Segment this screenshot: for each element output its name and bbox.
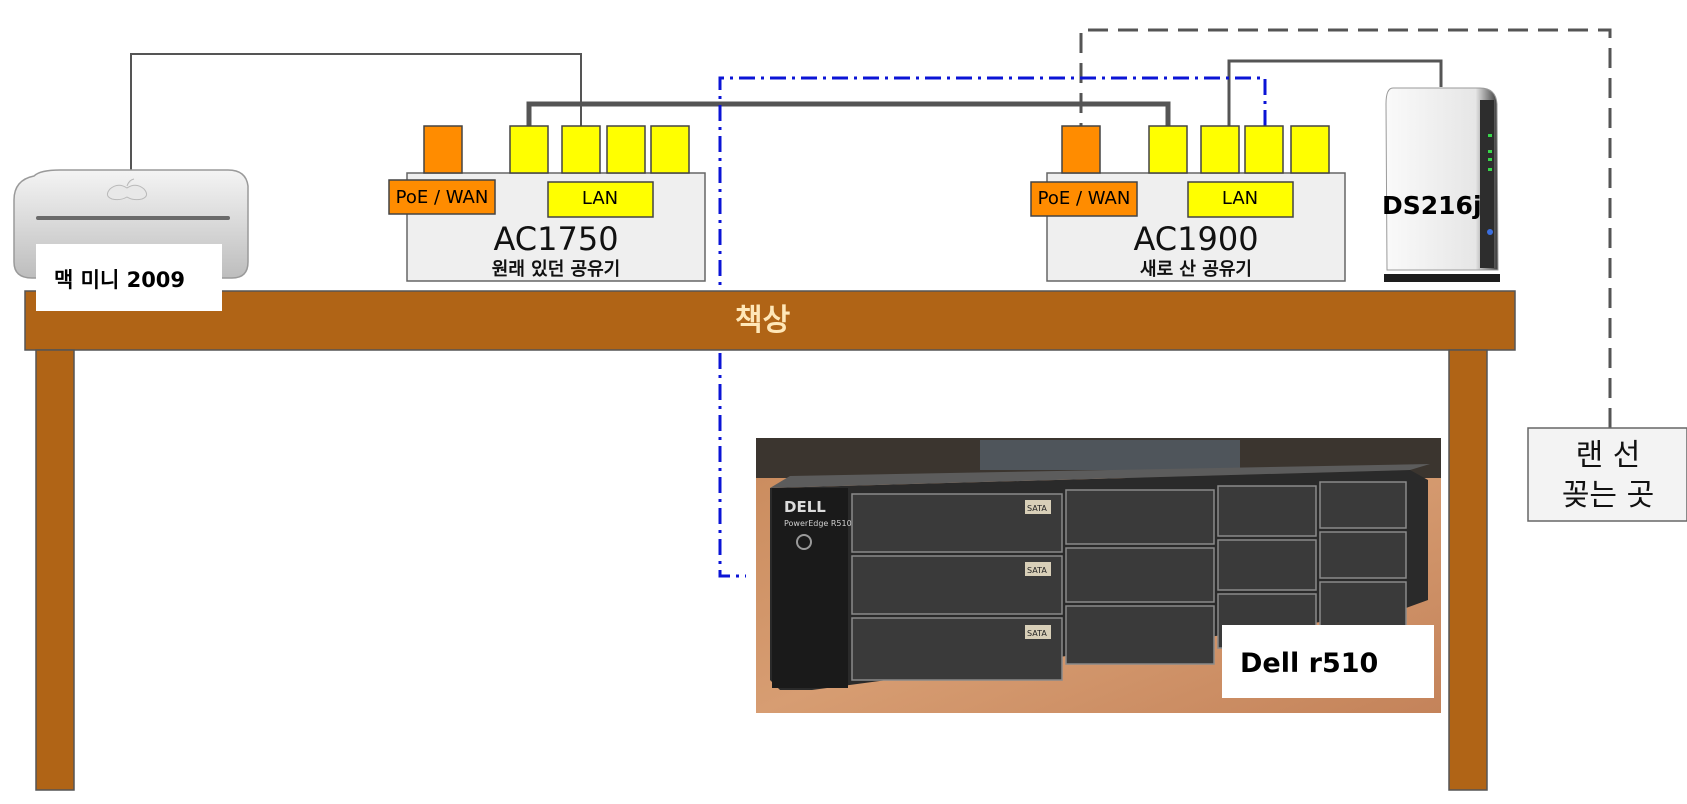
ac1750-subtitle: 원래 있던 공유기	[492, 259, 620, 280]
ac1900-lan-label-box	[1187, 181, 1294, 218]
mac-mini-slot	[36, 216, 230, 220]
ac1750-lan-port-3	[606, 125, 646, 174]
ds216j-led-2	[1488, 150, 1492, 153]
router-ac1750: PoE / WAN LAN AC1750 원래 있던 공유기	[388, 125, 706, 282]
ac1750-model: AC1750	[493, 220, 618, 258]
drive-tags: SATA SATA SATA	[1025, 500, 1051, 639]
dell-top-cover	[770, 464, 1430, 488]
drive-bay-8	[1319, 531, 1407, 579]
wall-lan-port: 랜 선 꽂는 곳	[1527, 427, 1687, 522]
cable-ac1900-to-dell	[718, 76, 1267, 578]
ac1900-lan-label: LAN	[1222, 188, 1258, 209]
dell-bezel-model: PowerEdge R510	[784, 519, 852, 528]
wall-port-box	[1527, 427, 1687, 522]
ac1900-lan-port-1	[1148, 125, 1188, 174]
ac1900-subtitle: 새로 산 공유기	[1140, 259, 1252, 280]
ds216j-foot	[1384, 274, 1500, 282]
ac1750-lan-port-4	[650, 125, 690, 174]
mac-mini-label-box	[36, 244, 222, 311]
ds216j-led-1	[1488, 134, 1492, 137]
ac1900-lan-port-2	[1200, 125, 1240, 174]
drive-bay-7	[1217, 539, 1317, 591]
apple-icon	[106, 178, 148, 201]
ds216j-led-4	[1488, 168, 1492, 171]
desk-label: 책상	[735, 303, 791, 338]
ac1900-wan-label: PoE / WAN	[1038, 188, 1131, 209]
cable-ac1900-to-ds216j	[1227, 59, 1443, 126]
mac-mini-label: 맥 미니 2009	[54, 268, 185, 292]
drive-tag-text-1: SATA	[1027, 504, 1047, 513]
mac-mini: 맥 미니 2009	[13, 169, 249, 311]
ac1750-wan-label: PoE / WAN	[396, 187, 489, 208]
ac1750-wan-label-box	[388, 179, 496, 215]
desk-top	[24, 290, 1516, 351]
drive-tag-text-2: SATA	[1027, 566, 1047, 575]
desk-leg-left	[35, 349, 75, 791]
drive-tag-text-3: SATA	[1027, 629, 1047, 638]
router-ac1900: PoE / WAN LAN AC1900 새로 산 공유기	[1030, 125, 1346, 282]
dell-photo-shelf-books	[980, 440, 1240, 470]
ac1750-lan-label: LAN	[582, 188, 618, 209]
drive-tag-2	[1025, 562, 1051, 576]
wall-port-line2: 꽂는 곳	[1562, 478, 1654, 513]
wall-port-line1: 랜 선	[1576, 438, 1641, 473]
cables	[130, 28, 1612, 578]
drive-bay-6	[1065, 547, 1215, 603]
drive-bay-10	[1065, 605, 1215, 665]
drive-tag-1	[1025, 500, 1051, 514]
drive-tag-3	[1025, 625, 1051, 639]
ac1750-lan-label-box	[547, 181, 654, 218]
ac1750-lan-port-2	[561, 125, 601, 174]
ac1900-model: AC1900	[1133, 220, 1258, 258]
ac1900-lan-port-3	[1244, 125, 1284, 174]
dell-r510: DELL PowerEdge R510 SATA SATA SATA	[756, 438, 1441, 713]
ac1750-wan-port	[423, 125, 463, 174]
dell-label: Dell r510	[1240, 648, 1378, 679]
ds216j-led-3	[1488, 158, 1492, 161]
drive-bay-12	[1319, 581, 1407, 633]
desk-leg-right	[1448, 349, 1488, 791]
ac1900-wan-port	[1061, 125, 1101, 174]
ds216j-front-strip	[1480, 100, 1494, 268]
ac1900-wan-label-box	[1030, 181, 1138, 217]
dell-label-box	[1222, 625, 1434, 698]
cable-mac-to-ac1750	[130, 53, 582, 170]
ac1900-lan-port-4	[1290, 125, 1330, 174]
dell-bezel-brand: DELL	[784, 498, 826, 516]
ds216j-body	[1385, 87, 1499, 271]
cable-ac1750-to-ac1900	[526, 101, 1171, 126]
ds216j-label: DS216j	[1382, 191, 1482, 220]
ds216j-power-button	[1487, 229, 1493, 235]
desk: 책상	[24, 290, 1516, 791]
dell-bezel	[772, 488, 848, 688]
nas-ds216j: DS216j	[1382, 87, 1500, 282]
drive-bay-4	[1319, 481, 1407, 529]
ac1750-lan-port-1	[509, 125, 549, 174]
drive-bay-3	[1217, 485, 1317, 537]
drive-bay-2	[1065, 489, 1215, 545]
dell-power-icon	[796, 534, 812, 550]
